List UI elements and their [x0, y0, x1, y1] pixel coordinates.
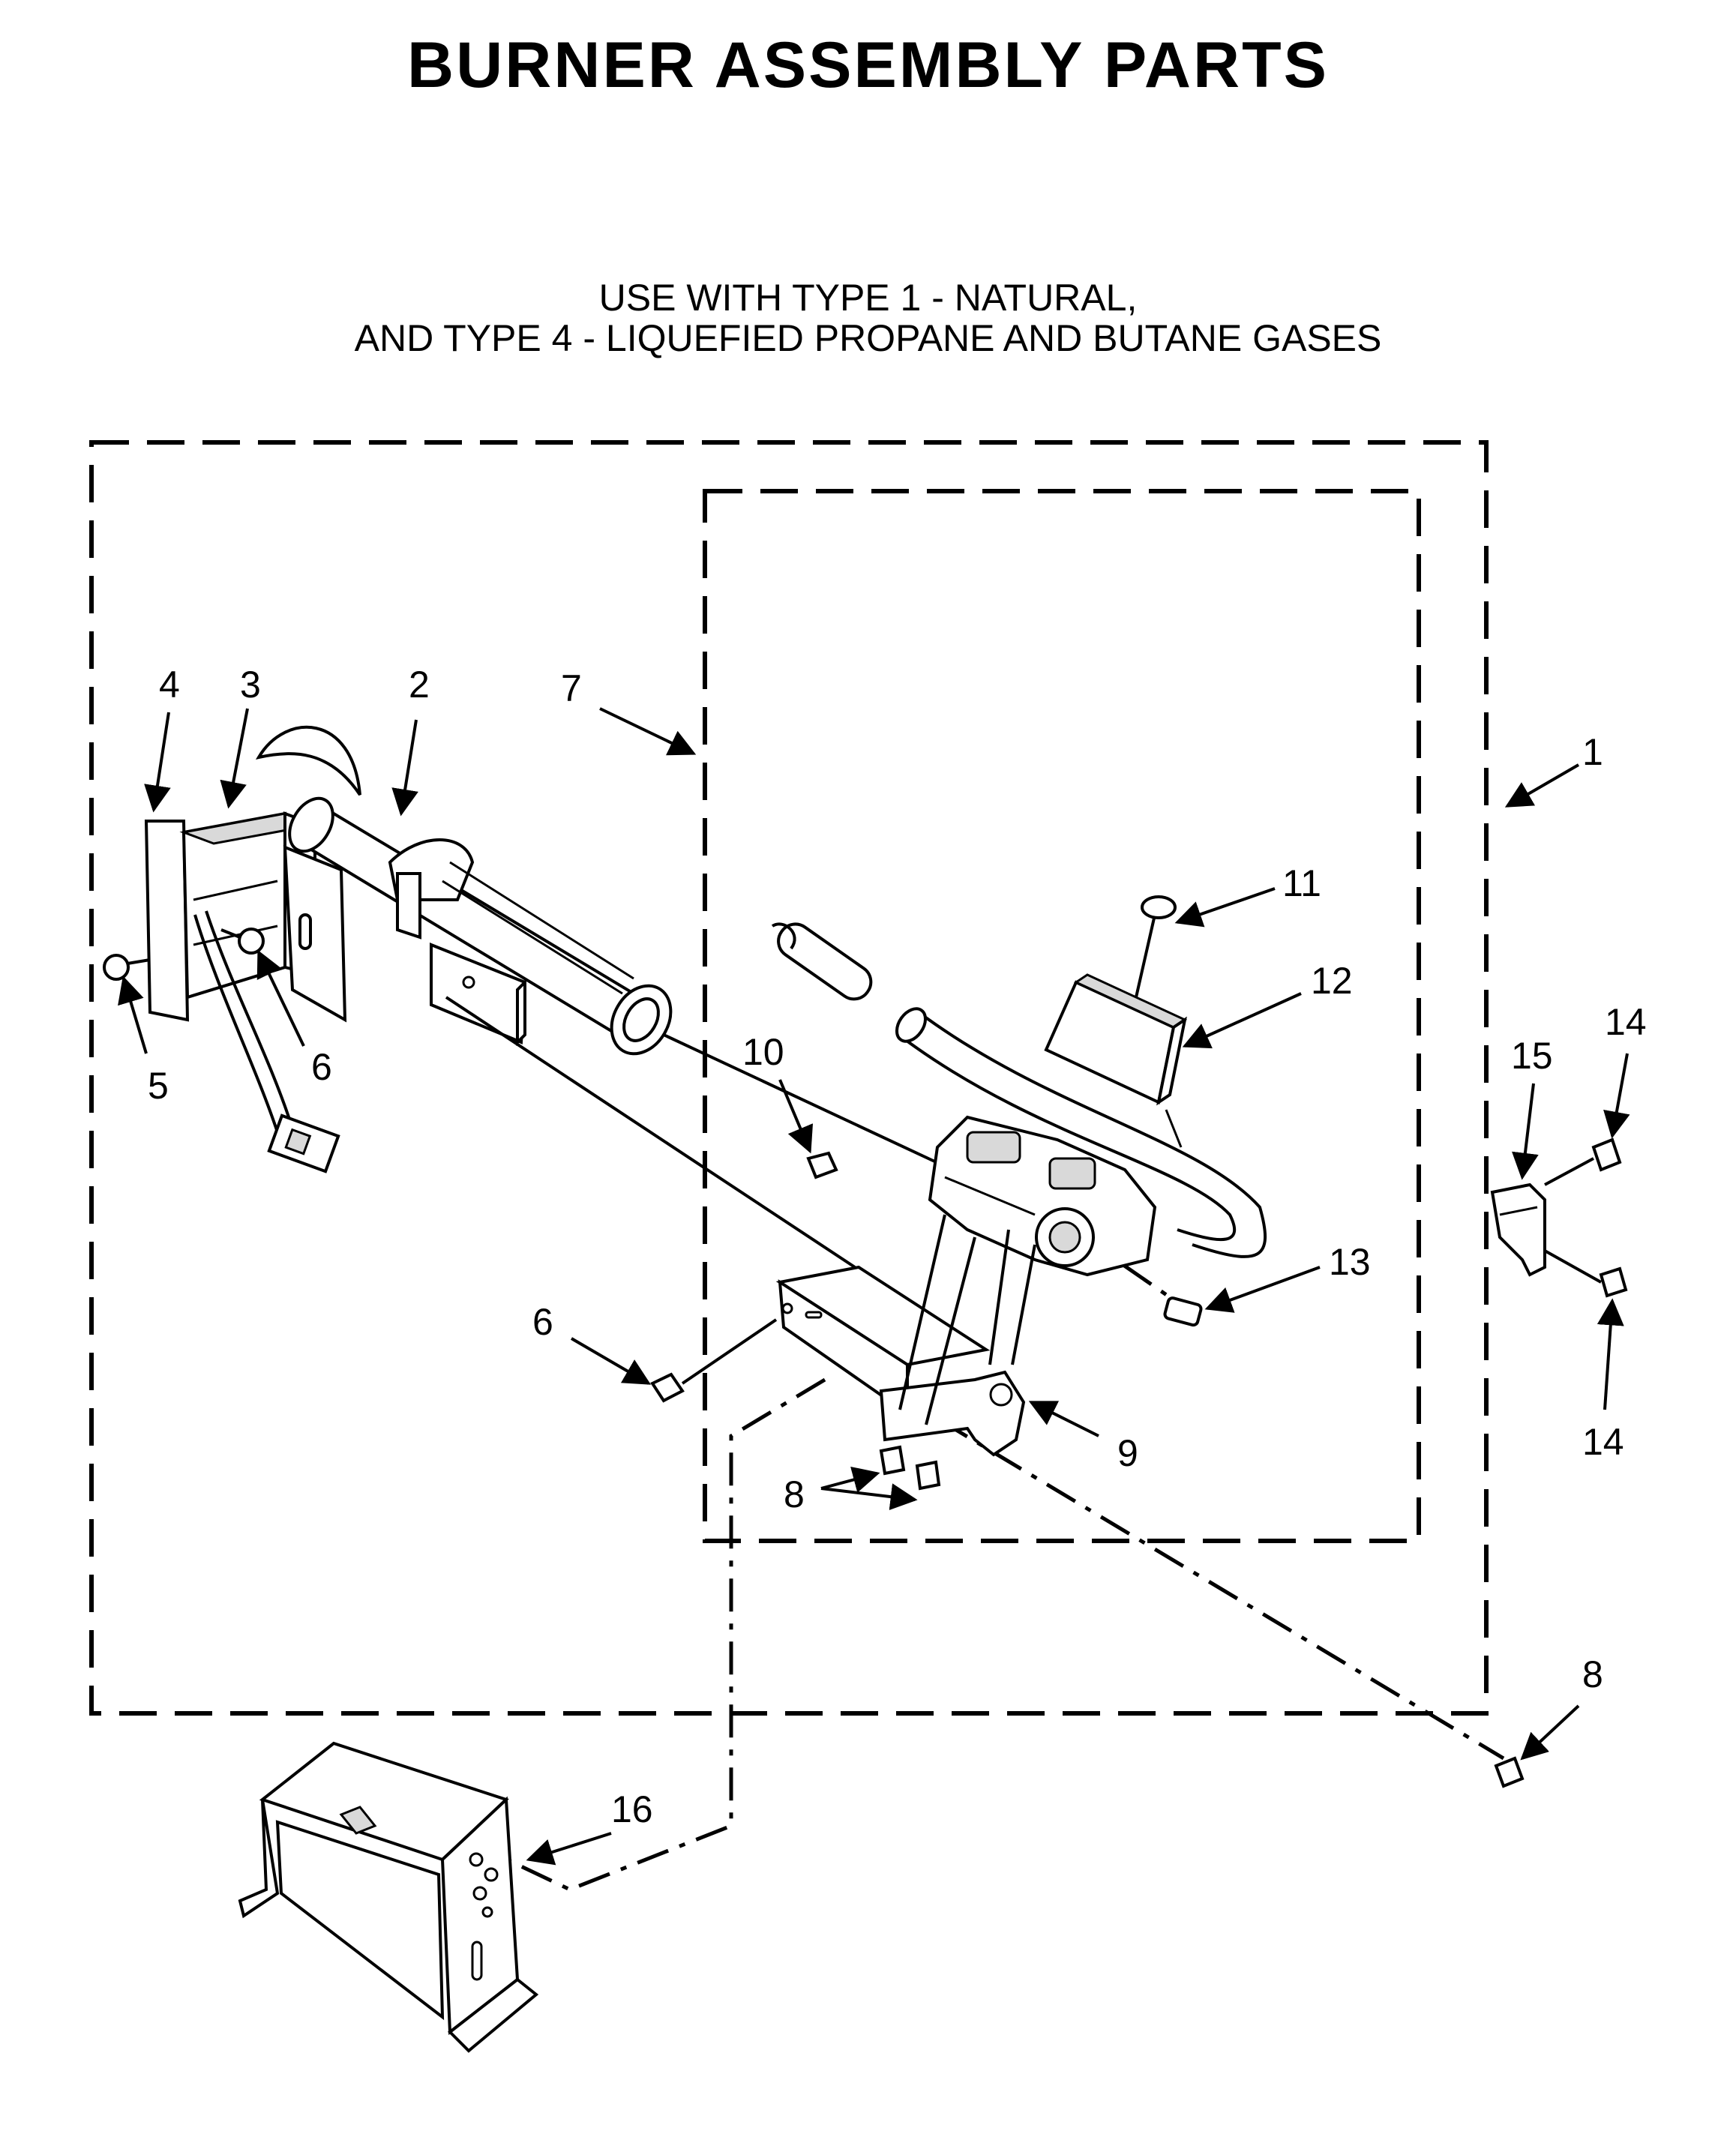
callout-6b: 6 — [532, 1301, 553, 1343]
subtitle-line-2: AND TYPE 4 - LIQUEFIED PROPANE AND BUTAN… — [354, 317, 1382, 359]
leader-1 — [1504, 763, 1580, 808]
callout-9: 9 — [1117, 1432, 1138, 1474]
gas-valve-body — [928, 1115, 1157, 1277]
ignitor-wire-harness — [193, 910, 340, 1173]
leader-10 — [778, 1079, 814, 1154]
subtitle-line-1: USE WITH TYPE 1 - NATURAL, — [598, 277, 1138, 319]
ignitor-bracket-part — [144, 811, 347, 1023]
leader-8b — [1520, 1704, 1580, 1761]
valve-coil-part — [1044, 973, 1188, 1148]
valve-bracket-part — [775, 1214, 1036, 1457]
leader-14a — [1603, 1053, 1630, 1139]
callout-4: 4 — [159, 664, 180, 706]
leader-8a-2 — [820, 1483, 918, 1511]
leader-3 — [220, 708, 249, 809]
leader-7 — [599, 707, 697, 756]
screw-part-14-upper — [1544, 1137, 1622, 1186]
screw-part-6-lower — [650, 1318, 778, 1403]
leader-6b — [570, 1337, 652, 1385]
leader-12 — [1182, 992, 1302, 1049]
callout-6a: 6 — [311, 1046, 332, 1088]
callout-12: 12 — [1311, 960, 1353, 1002]
callout-8a: 8 — [784, 1473, 805, 1515]
callout-8b: 8 — [1582, 1653, 1603, 1695]
callout-7: 7 — [561, 667, 582, 709]
burner-mount-plate — [430, 943, 856, 1269]
page-title: BURNER ASSEMBLY PARTS — [407, 29, 1329, 101]
screw-part-5 — [103, 954, 151, 981]
gas-tubing — [895, 1007, 1267, 1258]
screw-part-8-right — [1494, 1756, 1525, 1788]
callout-3: 3 — [240, 664, 261, 706]
burner-tube-part — [255, 725, 673, 1056]
callout-14b: 14 — [1582, 1421, 1624, 1463]
mount-bracket-part-16 — [238, 1741, 539, 2053]
screw-part-8-left — [879, 1445, 941, 1491]
leader-9 — [1028, 1401, 1099, 1437]
mount-line-bracket — [490, 1377, 826, 1892]
leader-4 — [144, 712, 171, 813]
orifice-line — [663, 1033, 953, 1171]
orifice-part-10 — [806, 1151, 838, 1179]
valve-fitting-part-13 — [1163, 1296, 1203, 1327]
screw-part-6-upper — [220, 928, 265, 955]
clip-part-15 — [1490, 1182, 1546, 1277]
leader-6a — [256, 949, 305, 1047]
leader-13 — [1204, 1266, 1321, 1313]
callout-16: 16 — [611, 1788, 653, 1830]
leader-8a-1 — [820, 1466, 880, 1493]
callout-2: 2 — [409, 664, 430, 706]
callout-15: 15 — [1511, 1035, 1553, 1077]
callout-14a: 14 — [1605, 1001, 1647, 1043]
gas-inlet-pipe — [771, 922, 873, 1001]
outer-assembly-boundary — [89, 440, 1489, 1716]
leader-15 — [1511, 1083, 1539, 1180]
leader-16 — [526, 1832, 612, 1866]
leader-14b — [1597, 1298, 1624, 1410]
callout-5: 5 — [148, 1065, 169, 1107]
callout-1: 1 — [1582, 731, 1603, 773]
callout-13: 13 — [1329, 1241, 1371, 1283]
coil-screw-part — [1135, 895, 1177, 998]
leader-11 — [1174, 887, 1276, 928]
mount-line-screw-8 — [883, 1385, 1505, 1761]
callout-11: 11 — [1282, 862, 1321, 904]
callout-10: 10 — [742, 1031, 784, 1073]
leader-5 — [118, 976, 148, 1054]
leader-2 — [391, 719, 418, 817]
inner-valve-assembly-boundary — [703, 489, 1421, 1543]
